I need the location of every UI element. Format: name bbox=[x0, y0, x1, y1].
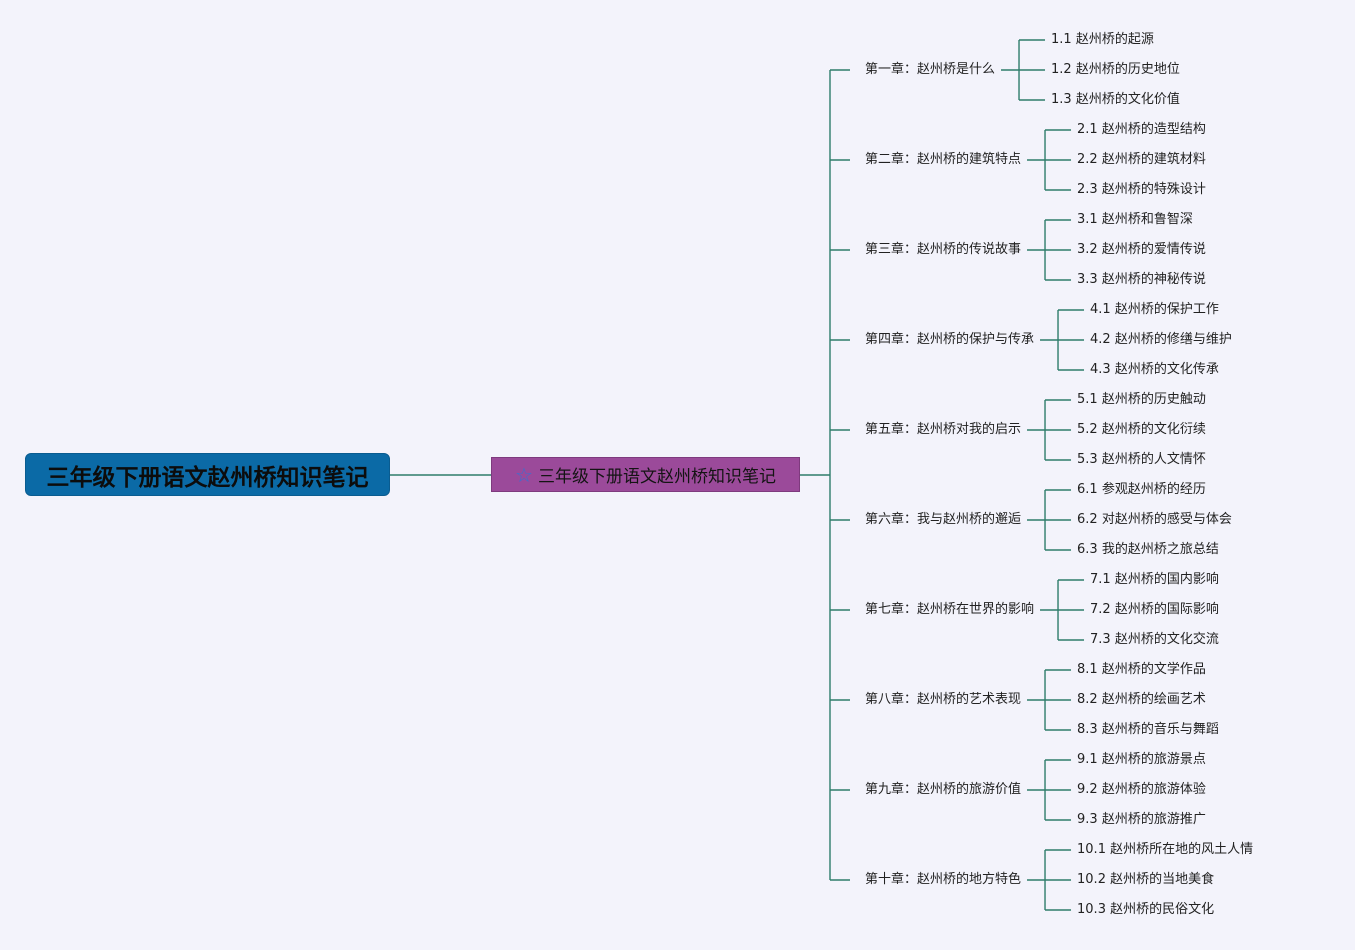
section-node[interactable]: 4.1 赵州桥的保护工作 bbox=[1086, 300, 1223, 320]
section-node[interactable]: 9.1 赵州桥的旅游景点 bbox=[1073, 750, 1210, 770]
center-topic-node[interactable]: ☆ 三年级下册语文赵州桥知识笔记 bbox=[491, 457, 800, 492]
section-node[interactable]: 2.3 赵州桥的特殊设计 bbox=[1073, 180, 1210, 200]
section-node[interactable]: 5.2 赵州桥的文化衍续 bbox=[1073, 420, 1210, 440]
section-node[interactable]: 2.2 赵州桥的建筑材料 bbox=[1073, 150, 1210, 170]
chapter-node[interactable]: 第十章：赵州桥的地方特色 bbox=[861, 870, 1026, 890]
section-node[interactable]: 7.3 赵州桥的文化交流 bbox=[1086, 630, 1223, 650]
section-node[interactable]: 6.2 对赵州桥的感受与体会 bbox=[1073, 510, 1236, 530]
chapter-node[interactable]: 第七章：赵州桥在世界的影响 bbox=[861, 600, 1039, 620]
section-node[interactable]: 10.1 赵州桥所在地的风土人情 bbox=[1073, 840, 1258, 860]
section-node[interactable]: 4.3 赵州桥的文化传承 bbox=[1086, 360, 1223, 380]
section-node[interactable]: 8.2 赵州桥的绘画艺术 bbox=[1073, 690, 1210, 710]
section-node[interactable]: 5.1 赵州桥的历史触动 bbox=[1073, 390, 1210, 410]
chapter-node[interactable]: 第三章：赵州桥的传说故事 bbox=[861, 240, 1026, 260]
section-node[interactable]: 6.1 参观赵州桥的经历 bbox=[1073, 480, 1210, 500]
section-node[interactable]: 6.3 我的赵州桥之旅总结 bbox=[1073, 540, 1223, 560]
section-node[interactable]: 8.1 赵州桥的文学作品 bbox=[1073, 660, 1210, 680]
chapter-node[interactable]: 第五章：赵州桥对我的启示 bbox=[861, 420, 1026, 440]
section-node[interactable]: 9.2 赵州桥的旅游体验 bbox=[1073, 780, 1210, 800]
section-node[interactable]: 8.3 赵州桥的音乐与舞蹈 bbox=[1073, 720, 1223, 740]
section-node[interactable]: 7.1 赵州桥的国内影响 bbox=[1086, 570, 1223, 590]
center-topic-label: 三年级下册语文赵州桥知识笔记 bbox=[537, 467, 776, 487]
section-node[interactable]: 3.1 赵州桥和鲁智深 bbox=[1073, 210, 1197, 230]
chapter-node[interactable]: 第四章：赵州桥的保护与传承 bbox=[861, 330, 1039, 350]
section-node[interactable]: 1.3 赵州桥的文化价值 bbox=[1047, 90, 1184, 110]
root-node[interactable]: 三年级下册语文赵州桥知识笔记 bbox=[25, 453, 390, 496]
chapter-node[interactable]: 第九章：赵州桥的旅游价值 bbox=[861, 780, 1026, 800]
section-node[interactable]: 9.3 赵州桥的旅游推广 bbox=[1073, 810, 1210, 830]
section-node[interactable]: 1.1 赵州桥的起源 bbox=[1047, 30, 1158, 50]
section-node[interactable]: 3.3 赵州桥的神秘传说 bbox=[1073, 270, 1210, 290]
section-node[interactable]: 1.2 赵州桥的历史地位 bbox=[1047, 60, 1184, 80]
root-node-label: 三年级下册语文赵州桥知识笔记 bbox=[46, 464, 369, 491]
section-node[interactable]: 10.2 赵州桥的当地美食 bbox=[1073, 870, 1219, 890]
chapter-node[interactable]: 第一章：赵州桥是什么 bbox=[861, 60, 1000, 80]
section-node[interactable]: 3.2 赵州桥的爱情传说 bbox=[1073, 240, 1210, 260]
chapter-node[interactable]: 第六章：我与赵州桥的邂逅 bbox=[861, 510, 1026, 530]
section-node[interactable]: 2.1 赵州桥的造型结构 bbox=[1073, 120, 1210, 140]
section-node[interactable]: 4.2 赵州桥的修缮与维护 bbox=[1086, 330, 1236, 350]
chapter-node[interactable]: 第八章：赵州桥的艺术表现 bbox=[861, 690, 1026, 710]
chapter-node[interactable]: 第二章：赵州桥的建筑特点 bbox=[861, 150, 1026, 170]
section-node[interactable]: 7.2 赵州桥的国际影响 bbox=[1086, 600, 1223, 620]
star-icon: ☆ bbox=[515, 462, 533, 487]
section-node[interactable]: 10.3 赵州桥的民俗文化 bbox=[1073, 900, 1219, 920]
section-node[interactable]: 5.3 赵州桥的人文情怀 bbox=[1073, 450, 1210, 470]
